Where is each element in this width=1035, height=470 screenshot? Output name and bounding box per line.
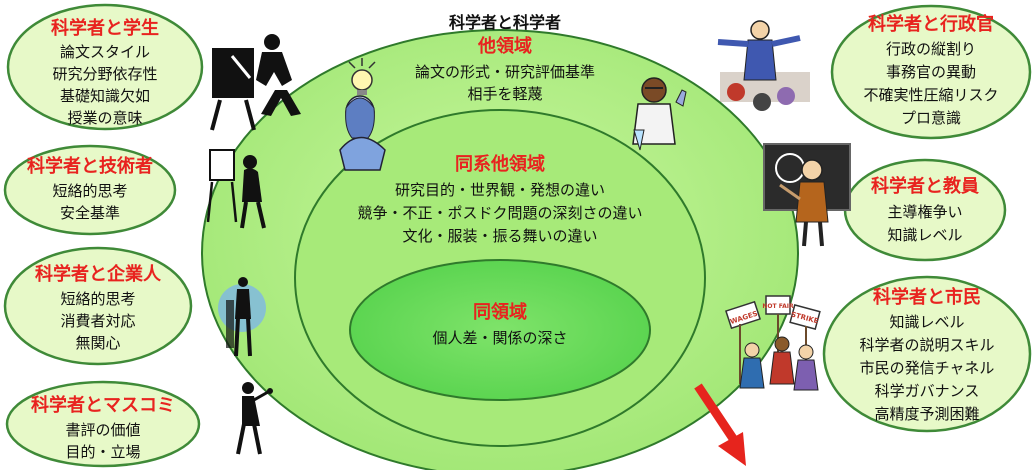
bubble-business: 科学者と企業人 短絡的思考 消費者対応 無関心	[3, 246, 193, 366]
outer-heading: 科学者と科学者	[449, 13, 561, 32]
bubble-media-title: 科学者とマスコミ	[31, 394, 175, 416]
bubble-business-line-3: 無関心	[75, 334, 120, 352]
bubble-student-line-3: 基礎知識欠如	[60, 87, 150, 105]
direction-arrow	[694, 383, 746, 466]
outer-title: 他領域	[477, 35, 532, 57]
bubble-student-line-4: 授業の意味	[67, 109, 142, 127]
bubble-media-line-2: 目的・立場	[65, 443, 140, 461]
thinking-woman-clipart	[339, 58, 386, 171]
bubble-student-title: 科学者と学生	[51, 17, 159, 39]
middle-line-3: 文化・服装・振る舞いの違い	[402, 227, 597, 245]
bubble-media: 科学者とマスコミ 書評の価値 目的・立場	[5, 380, 201, 468]
bubble-admin-title: 科学者と行政官	[868, 13, 994, 35]
bubble-admin: 科学者と行政官 行政の縦割り 事務官の異動 不確実性圧縮リスク プロ意識	[830, 4, 1032, 140]
official-speaker-clipart	[717, 20, 810, 111]
bubble-teacher-line-2: 知識レベル	[887, 226, 962, 244]
middle-line-2: 競争・不正・ポスドク問題の深刻さの違い	[357, 204, 642, 222]
middle-line-1: 研究目的・世界観・発想の違い	[395, 181, 605, 199]
bubble-citizen-line-4: 科学ガバナンス	[875, 382, 980, 400]
bubble-student-line-1: 論文スタイル	[60, 43, 150, 61]
businessman-clipart	[218, 277, 266, 357]
bubble-business-title: 科学者と企業人	[35, 263, 162, 285]
bubble-engineer: 科学者と技術者 短絡的思考 安全基準	[3, 144, 177, 236]
outer-line-2: 相手を軽蔑	[467, 85, 542, 103]
bubble-media-line-1: 書評の価値	[65, 421, 140, 439]
bubble-admin-line-4: プロ意識	[901, 109, 961, 127]
reporter-clipart	[236, 382, 273, 455]
bubble-engineer-line-2: 安全基準	[60, 204, 120, 222]
bubble-citizen-line-5: 高精度予測困難	[874, 405, 979, 423]
protesters-clipart: WAGES NOT FAIR STRIKE	[725, 295, 821, 391]
bubble-engineer-line-1: 短絡的思考	[52, 182, 127, 200]
inner-title: 同領域	[473, 301, 527, 323]
bubble-student-line-2: 研究分野依存性	[52, 65, 157, 83]
inner-line-1: 個人差・関係の深さ	[432, 329, 567, 347]
bubble-student: 科学者と学生 論文スタイル 研究分野依存性 基礎知識欠如 授業の意味	[6, 3, 204, 131]
lecturer-clipart	[210, 34, 301, 131]
bubble-citizen: 科学者と市民 知識レベル 科学者の説明スキル 市民の発信チャネル 科学ガバナンス…	[822, 275, 1032, 433]
bubble-business-line-1: 短絡的思考	[60, 290, 135, 308]
sign-not-fair: NOT FAIR	[762, 303, 794, 310]
teacher-blackboard-clipart	[763, 143, 851, 247]
bubble-citizen-line-3: 市民の発信チャネル	[860, 359, 995, 377]
bubble-admin-line-2: 事務官の異動	[886, 63, 976, 81]
chemist-clipart	[632, 77, 687, 151]
bubble-citizen-line-1: 知識レベル	[889, 313, 964, 331]
bubble-teacher-title: 科学者と教員	[871, 175, 979, 197]
middle-title: 同系他領域	[455, 153, 545, 175]
bubble-admin-line-1: 行政の縦割り	[886, 40, 976, 58]
outer-line-1: 論文の形式・研究評価基準	[415, 63, 595, 81]
engineer-clipart	[206, 149, 266, 229]
inner-domain-ellipse	[349, 259, 651, 401]
bubble-engineer-title: 科学者と技術者	[27, 155, 153, 177]
bubble-admin-line-3: 不確実性圧縮リスク	[863, 86, 998, 104]
bubble-teacher: 科学者と教員 主導権争い 知識レベル	[843, 158, 1007, 262]
bubble-business-line-2: 消費者対応	[60, 312, 135, 330]
bubble-teacher-line-1: 主導権争い	[887, 203, 962, 221]
bubble-citizen-line-2: 科学者の説明スキル	[859, 336, 994, 354]
bubble-citizen-title: 科学者と市民	[873, 286, 981, 308]
